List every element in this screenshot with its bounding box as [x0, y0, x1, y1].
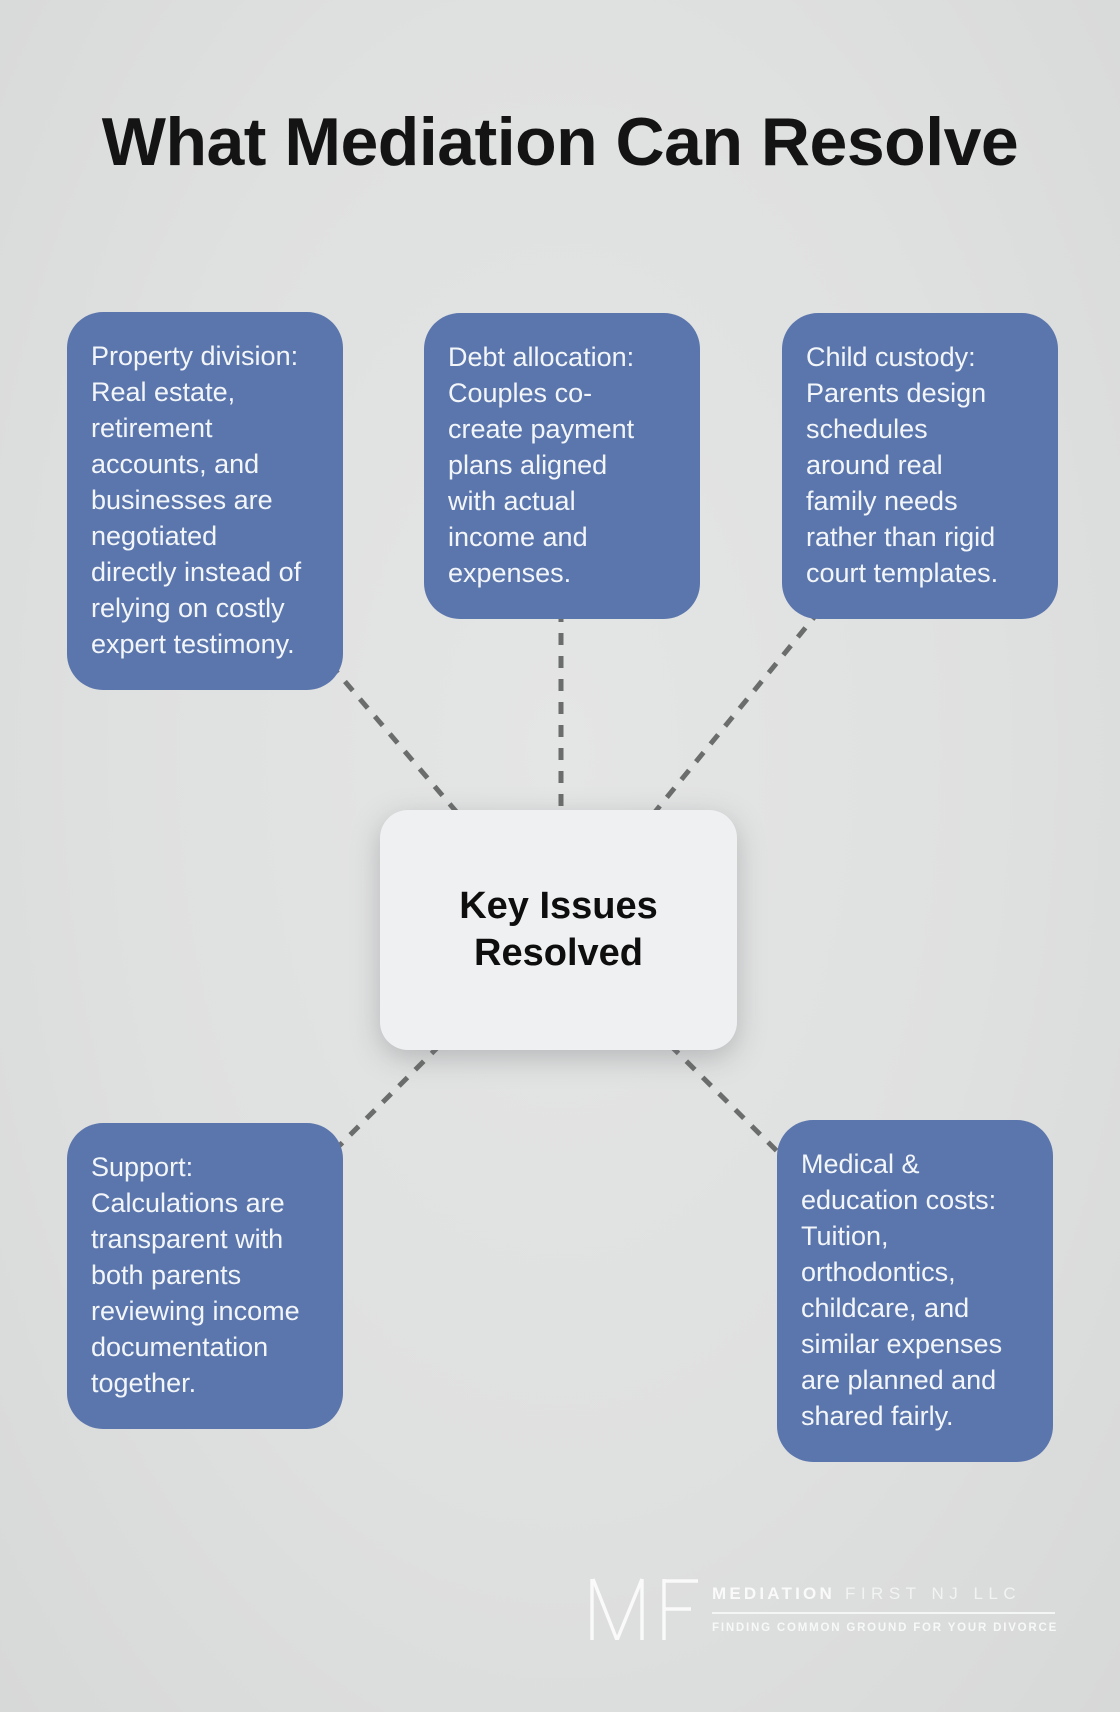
connector-line-custody [648, 608, 822, 820]
center-node-label: Key Issues Resolved [459, 885, 658, 974]
brand-name-bold: MEDIATION [712, 1584, 835, 1603]
brand-block: MEDIATION FIRST NJ LLC FINDING COMMON GR… [712, 1584, 1058, 1634]
brand-name-light: FIRST NJ LLC [844, 1584, 1022, 1603]
mf-monogram-icon [590, 1578, 698, 1640]
page-title: What Mediation Can Resolve [101, 104, 1019, 180]
brand-divider [712, 1612, 1055, 1614]
node-support-text: Support: Calculations are transparent wi… [91, 1152, 300, 1398]
brand-footer: MEDIATION FIRST NJ LLC FINDING COMMON GR… [588, 1576, 1058, 1646]
node-property-division: Property division: Real estate, retireme… [67, 312, 343, 690]
center-node: Key Issues Resolved [380, 810, 737, 1050]
brand-tagline: FINDING COMMON GROUND FOR YOUR DIVORCE [712, 1622, 1059, 1634]
node-child-custody-text: Child custody: Parents design schedules … [806, 342, 999, 588]
node-child-custody: Child custody: Parents design schedules … [782, 313, 1058, 619]
node-debt-allocation: Debt allocation: Couples co-create payme… [424, 313, 700, 619]
connector-line-property [328, 662, 462, 818]
node-medical-education-costs: Medical & education costs: Tuition, orth… [777, 1120, 1053, 1462]
node-property-division-text: Property division: Real estate, retireme… [91, 341, 302, 659]
connector-line-medical [668, 1043, 788, 1162]
node-support: Support: Calculations are transparent wi… [67, 1123, 343, 1429]
connector-line-support [333, 1043, 442, 1152]
node-debt-allocation-text: Debt allocation: Couples co-create payme… [448, 342, 635, 588]
node-medical-education-costs-text: Medical & education costs: Tuition, orth… [801, 1149, 1003, 1431]
